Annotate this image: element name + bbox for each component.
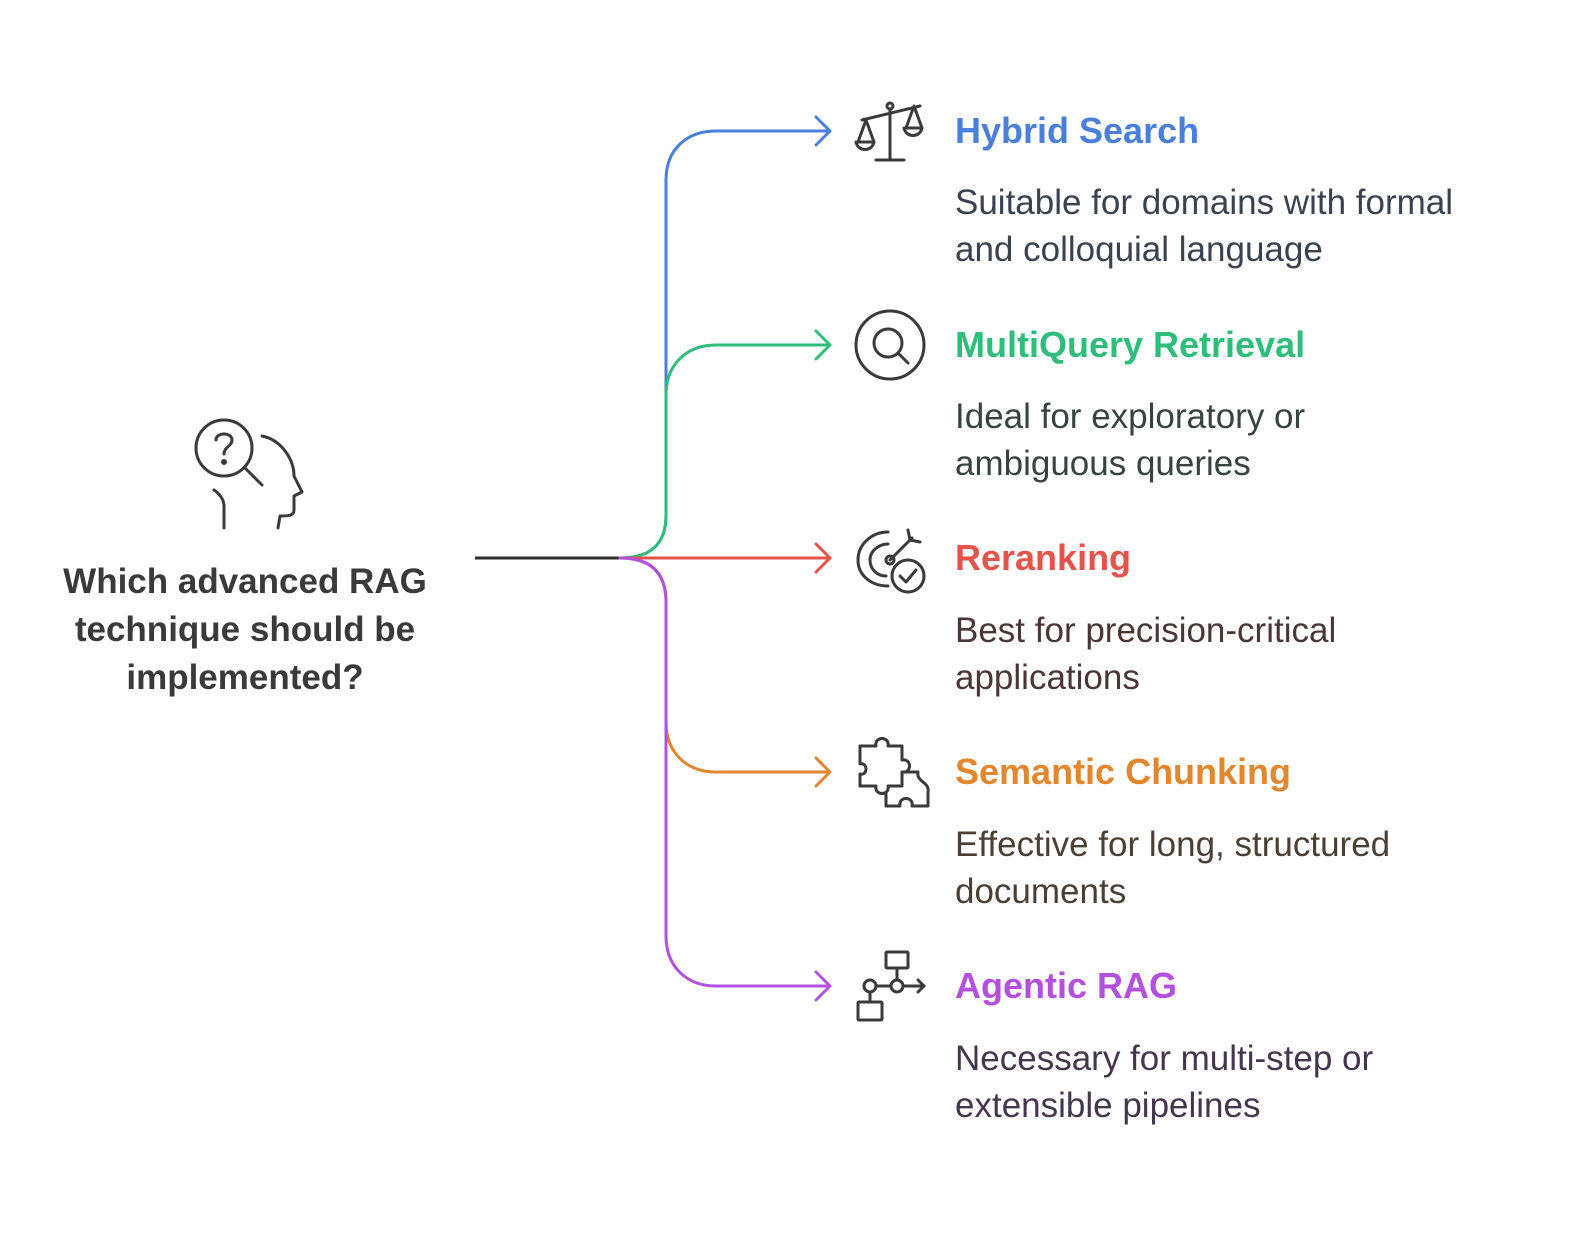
option-desc-semantic-chunking: Effective for long, structured documents	[955, 825, 1391, 911]
option-desc-hybrid-search: Suitable for domains with formal and col…	[955, 183, 1453, 269]
option-desc-reranking: Best for precision-critical applications	[955, 611, 1337, 697]
option-title-hybrid-search: Hybrid Search	[955, 110, 1200, 151]
workflow-icon	[852, 948, 932, 1031]
branch-agentic-rag	[618, 556, 832, 1002]
option-title-reranking: Reranking	[955, 537, 1132, 578]
option-title-multiquery-retrieval: MultiQuery Retrieval	[955, 324, 1306, 365]
target-check-icon	[852, 520, 932, 605]
option-desc-agentic-rag: Necessary for multi-step or extensible p…	[955, 1039, 1374, 1125]
branch-reranking	[618, 542, 832, 574]
option-title-agentic-rag: Agentic RAG	[955, 965, 1178, 1006]
option-title-semantic-chunking: Semantic Chunking	[955, 751, 1292, 792]
puzzle-piece-icon	[852, 734, 932, 819]
branch-multiquery-retrieval	[618, 329, 832, 560]
magnifier-icon	[852, 308, 928, 389]
branch-hybrid-search	[618, 115, 832, 560]
branch-semantic-chunking	[618, 556, 832, 788]
balance-scale-icon	[852, 96, 930, 171]
question-text: Which advanced RAG technique should be i…	[63, 562, 427, 697]
option-desc-multiquery-retrieval: Ideal for exploratory or ambiguous queri…	[955, 397, 1306, 483]
head-question-icon	[190, 416, 310, 541]
